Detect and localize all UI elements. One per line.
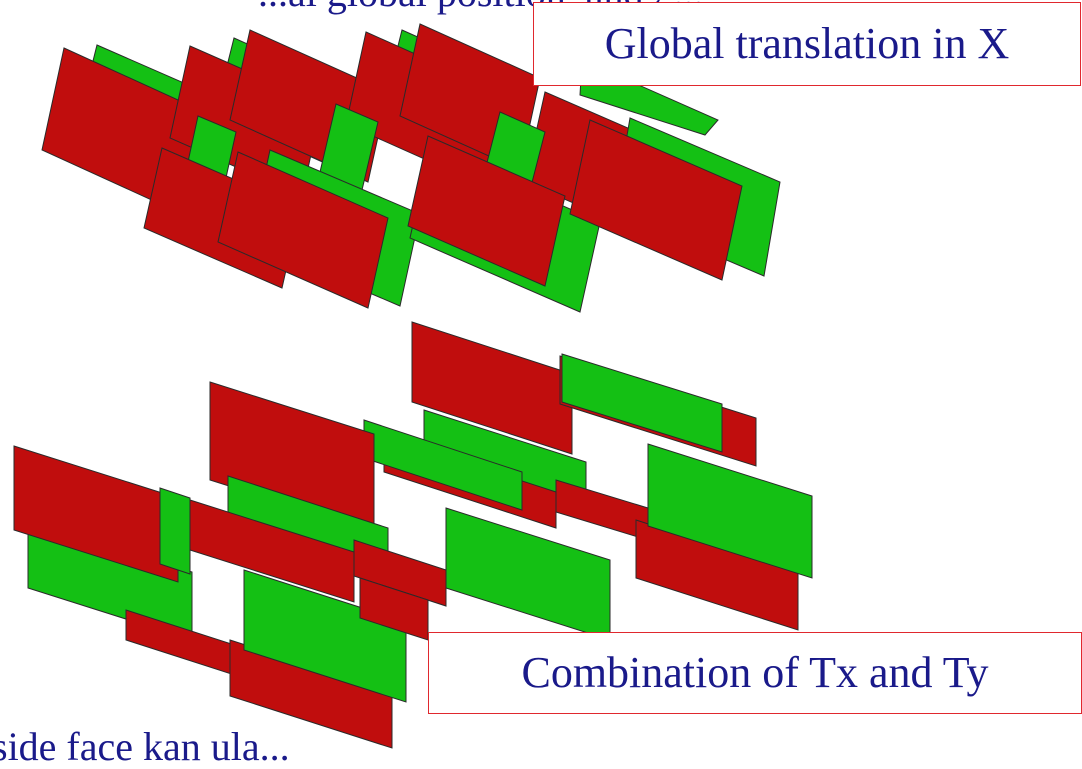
module-plates-diagram: [13, 23, 813, 749]
red-plate: [411, 321, 573, 455]
red-plate: [217, 151, 389, 309]
caption-text: Combination of Tx and Ty: [521, 648, 989, 697]
bottom-plate-group: [13, 321, 813, 749]
red-plate: [569, 119, 743, 281]
green-plate: [445, 507, 611, 641]
green-plate: [243, 569, 407, 703]
green-plate: [647, 443, 813, 579]
red-plate: [13, 445, 179, 583]
caption-global-translation-x: Global translation in X: [533, 2, 1081, 86]
green-plate: [159, 487, 191, 575]
top-plate-group: [41, 23, 781, 313]
red-plate: [189, 499, 355, 603]
red-plate: [407, 135, 566, 287]
caption-combination-tx-ty: Combination of Tx and Ty: [428, 632, 1082, 714]
clipped-footer-text: side face kan ula...: [0, 724, 290, 769]
red-plate: [353, 539, 447, 607]
caption-text: Global translation in X: [604, 19, 1010, 68]
red-plate: [555, 479, 649, 541]
green-plate: [561, 353, 723, 453]
